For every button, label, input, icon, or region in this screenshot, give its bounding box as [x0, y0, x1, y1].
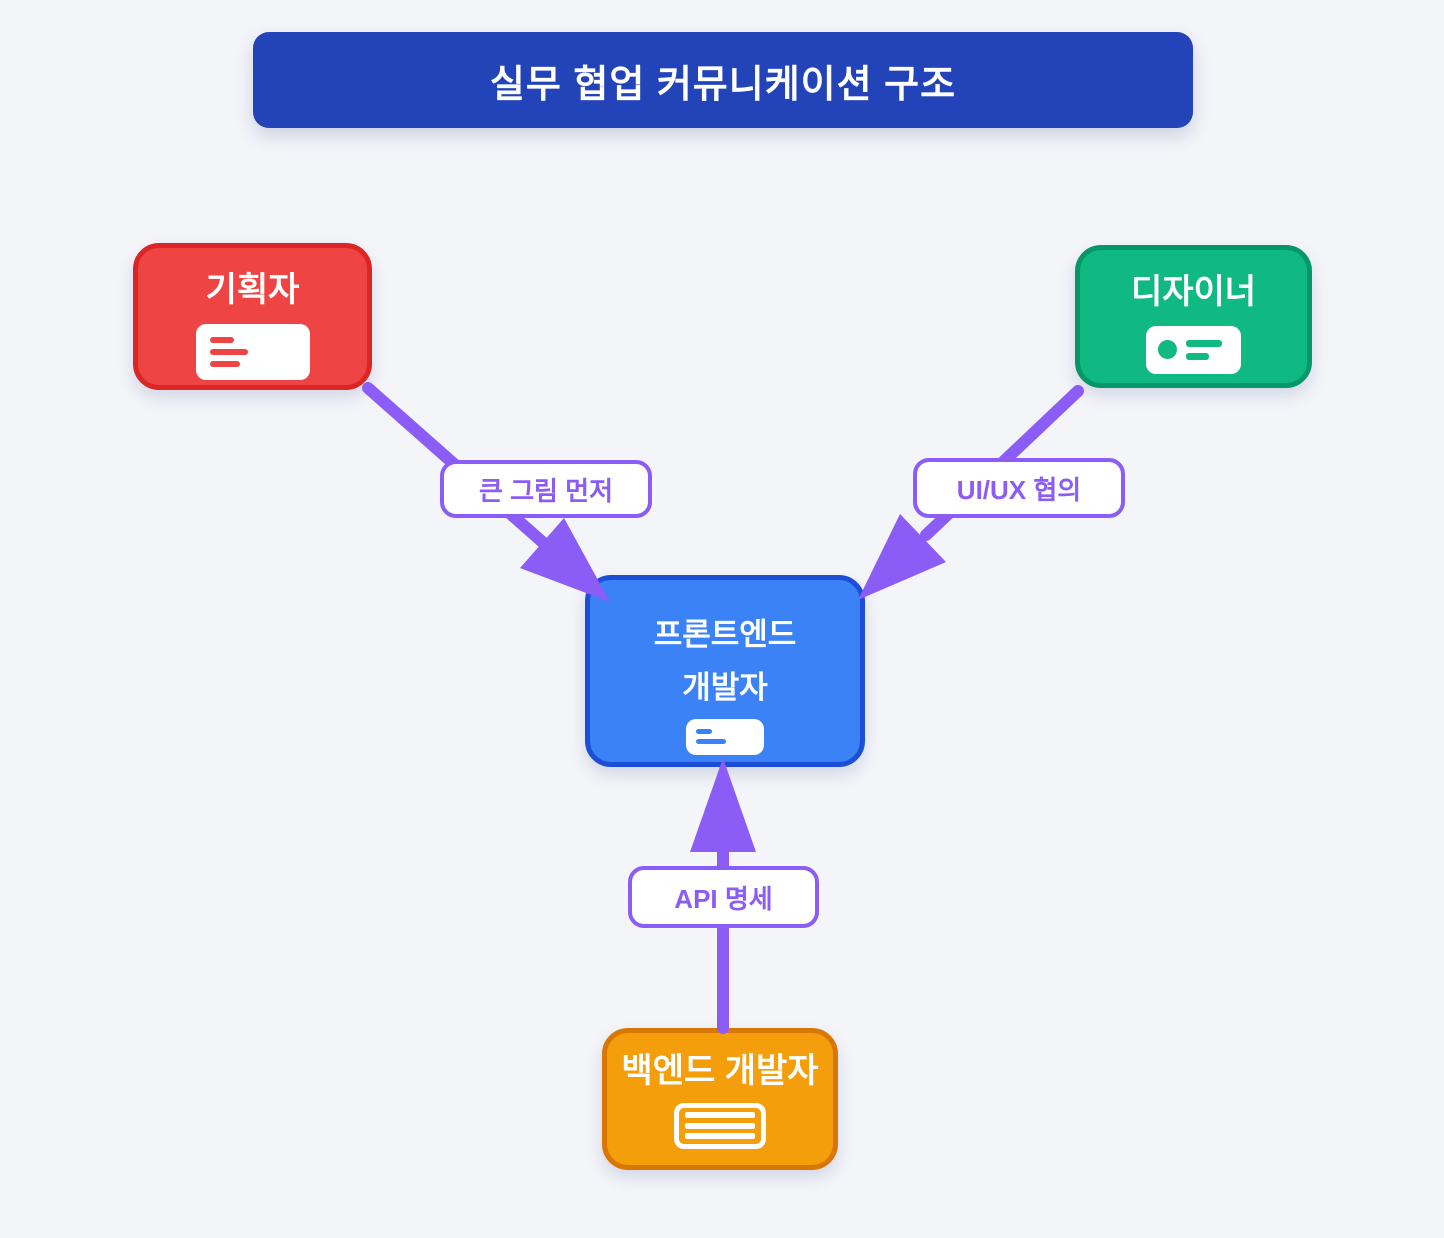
- node-frontend-label: 프론트엔드 개발자: [654, 608, 797, 715]
- node-backend-developer: 백엔드 개발자: [602, 1028, 838, 1170]
- node-frontend-label-line1: 프론트엔드: [653, 617, 797, 652]
- node-planner: 기획자: [133, 243, 372, 390]
- edge-label-text: 큰 그림 먼저: [478, 475, 614, 506]
- arrowhead: [690, 758, 756, 852]
- icon-bar: [209, 336, 234, 343]
- diagram-title: 실무 협업 커뮤니케이션 구조: [489, 63, 957, 106]
- node-frontend-developer: 프론트엔드 개발자: [585, 575, 865, 767]
- icon-bar: [1186, 339, 1222, 347]
- icon-bar: [685, 1133, 755, 1140]
- id-card-icon: [1146, 325, 1241, 374]
- document-lines-icon: [686, 718, 764, 755]
- icon-bar: [696, 739, 726, 745]
- icon-bar: [209, 360, 240, 367]
- icon-bar: [696, 729, 712, 735]
- edge-label-api-spec: API 명세: [628, 866, 819, 928]
- icon-lines: [1186, 339, 1222, 360]
- edge-label-uiux: UI/UX 협의: [913, 458, 1125, 518]
- icon-bar: [209, 348, 248, 355]
- document-lines-icon: [195, 323, 310, 380]
- node-backend-label: 백엔드 개발자: [621, 1052, 819, 1090]
- icon-dot: [1158, 340, 1177, 360]
- diagram-title-banner: 실무 협업 커뮤니케이션 구조: [253, 32, 1193, 128]
- edge-label-text: API 명세: [674, 883, 773, 914]
- node-planner-label: 기획자: [205, 271, 300, 309]
- node-designer: 디자이너: [1075, 245, 1312, 388]
- server-stack-icon: [674, 1102, 766, 1149]
- icon-bar: [685, 1112, 755, 1119]
- edge-label-text: UI/UX 협의: [956, 474, 1082, 505]
- node-designer-label: 디자이너: [1130, 273, 1257, 311]
- arrowhead: [858, 514, 946, 600]
- edge-label-big-picture: 큰 그림 먼저: [440, 460, 652, 518]
- icon-bar: [1186, 352, 1209, 360]
- node-frontend-label-line2: 개발자: [682, 670, 768, 706]
- icon-bar: [685, 1122, 755, 1129]
